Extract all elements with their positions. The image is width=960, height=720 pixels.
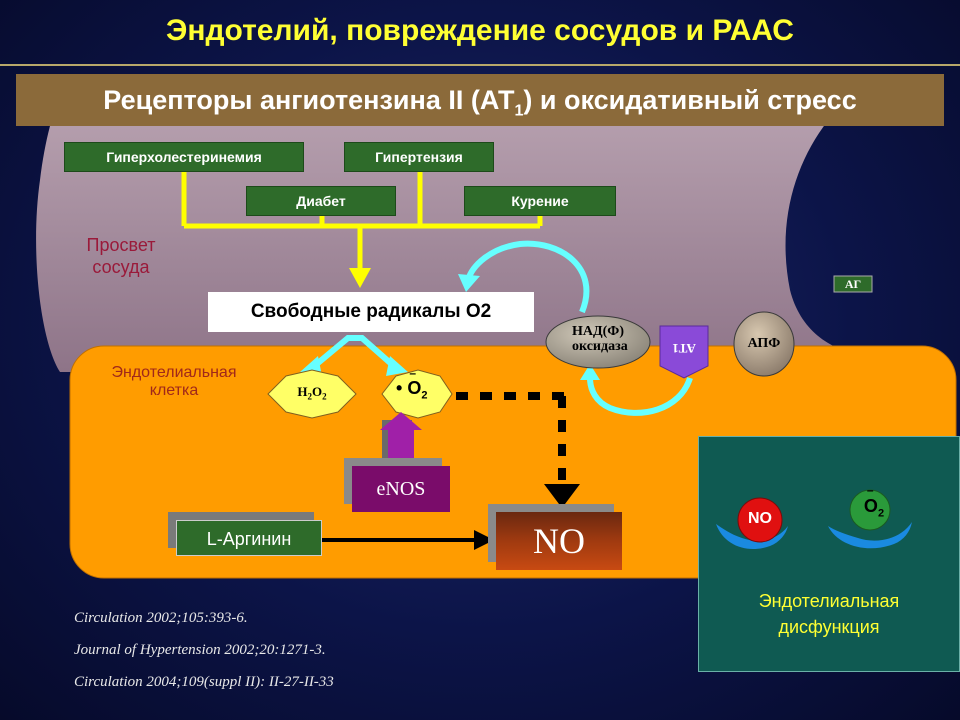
free-radicals-box: Свободные радикалы О2 [208, 292, 534, 332]
subtitle-main: Рецепторы ангиотензина II (АТ [103, 85, 515, 115]
risk-hypertension: Гипертензия [344, 142, 494, 172]
dys-o2-wrap: –O [863, 483, 878, 516]
at1-label: AT1 [672, 341, 696, 356]
dys-o2-circle [849, 489, 891, 531]
at1-to-oxidase-arrowhead [580, 364, 600, 380]
subtitle-tail: ) и оксидативный стресс [523, 85, 857, 115]
superoxide-o-wrap: –O [407, 366, 422, 398]
ag-tab [833, 275, 873, 293]
h2o2-o: O [312, 384, 323, 399]
apf-circle [733, 311, 795, 377]
dys-o2-o: O [863, 496, 878, 516]
h2o2-burst [267, 369, 357, 419]
superoxide-to-no-dashed [456, 392, 566, 486]
lumen-label-line2: сосуда [92, 257, 150, 277]
risk-smoking: Курение [464, 186, 616, 216]
dys-o2-sub: 2 [877, 507, 885, 520]
h2o2-sub1: 2 [307, 391, 313, 402]
dys-cup-right [828, 522, 912, 549]
dys-o2-label: –O2 [856, 483, 892, 520]
nadph-line1: НАД(Ф) [572, 324, 624, 339]
risk-diabetes: Диабет [246, 186, 396, 216]
superoxide-o: O [407, 378, 422, 398]
dys-no-circle [737, 497, 783, 543]
superoxide-burst [381, 369, 453, 419]
apf-label: АПФ [747, 336, 781, 351]
reference-2: Journal of Hypertension 2002;20:1271-3. [74, 642, 326, 658]
superoxide-dot: • [396, 378, 403, 398]
oxidase-to-radicals-arrow [465, 240, 590, 314]
dys-cup-left [716, 524, 788, 550]
l-arginine-box: L-Аргинин [176, 520, 322, 556]
nadph-oxidase-label: НАД(Ф) оксидаза [572, 324, 654, 354]
h2o2-sub2: 2 [322, 391, 327, 402]
no-main-box: NO [496, 512, 622, 570]
dysfunction-line1: Эндотелиальная [758, 591, 900, 611]
cell-label-line2: клетка [149, 382, 199, 399]
oxidase-to-radicals-arrowhead [458, 274, 480, 292]
radicals-split-arrows [310, 335, 398, 371]
split-arrowhead-right [386, 356, 408, 376]
enos-arrowhead [380, 412, 422, 430]
dysfunction-illustration [716, 489, 912, 550]
radicals-arrowhead [349, 268, 371, 288]
no-arrowhead [544, 484, 580, 508]
risk-hypercholesterolemia: Гиперхолестеринемия [64, 142, 304, 172]
h2o2-label: H2O2 [280, 384, 344, 402]
subtitle-subscript: 1 [514, 102, 524, 120]
dysfunction-line2: дисфункция [778, 617, 880, 637]
at1-to-oxidase-arrow [587, 376, 693, 416]
ag-label: АГ [844, 277, 862, 291]
arginine-to-no-arrowhead [474, 530, 494, 550]
superoxide-bar: – [409, 366, 417, 380]
dysfunction-label: Эндотелиальная дисфункция [698, 588, 960, 640]
superoxide-label: • –O2 [396, 366, 456, 402]
nadph-line2: оксидаза [572, 339, 628, 354]
endothelial-cell-label: Эндотелиальная клетка [84, 364, 264, 400]
slide-title: Эндотелий, повреждение сосудов и РААС [166, 14, 794, 47]
h2o2-h: H [297, 384, 308, 399]
at1-receptor [659, 325, 709, 379]
lumen-label-line1: Просвет [86, 235, 156, 255]
cell-label-line1: Эндотелиальная [111, 364, 237, 381]
reference-3: Circulation 2004;109(suppl II): II-27-II… [74, 674, 334, 690]
dys-o2-bar: – [866, 483, 874, 497]
dys-no-label: NO [748, 510, 772, 527]
title-divider [0, 64, 960, 66]
reference-1: Circulation 2002;105:393-6. [74, 610, 248, 626]
superoxide-sub: 2 [421, 389, 428, 402]
vessel-lumen-label: Просвет сосуда [56, 234, 186, 278]
enos-box: eNOS [352, 466, 450, 512]
nadph-oxidase-ellipse [545, 315, 651, 369]
risk-factor-connectors [181, 172, 543, 270]
dysfunction-panel [698, 436, 960, 672]
subtitle-bar: Рецепторы ангиотензина II (АТ1) и оксида… [16, 74, 944, 126]
